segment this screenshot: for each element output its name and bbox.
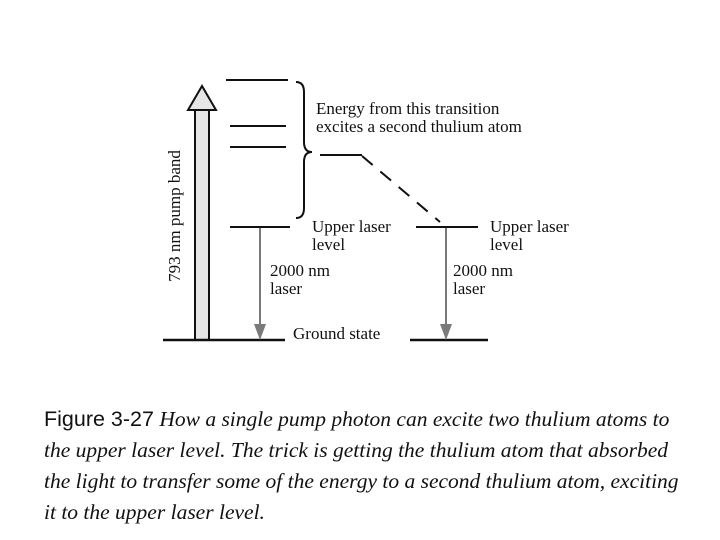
energy-level-diagram: 793 nm pump band Energy from this transi…	[163, 79, 569, 343]
atom2-upper-level-label-2: level	[490, 235, 523, 254]
pump-band-label: 793 nm pump band	[165, 150, 184, 282]
atom1-upper-level-label-1: Upper laser	[312, 217, 391, 236]
transfer-note-line2: excites a second thulium atom	[316, 117, 522, 136]
transfer-dashed-line	[361, 155, 441, 223]
figure-label: Figure 3-27	[44, 407, 154, 431]
atom2-laser-arrow	[440, 228, 452, 340]
atom2-laser-label-1: 2000 nm	[453, 261, 513, 280]
atom2-laser-label-2: laser	[453, 279, 485, 298]
figure-caption: Figure 3-27 How a single pump photon can…	[44, 404, 684, 528]
atom2-upper-level-label-1: Upper laser	[490, 217, 569, 236]
ground-state-label: Ground state	[293, 324, 380, 343]
pump-arrow	[186, 84, 218, 341]
atom1-laser-arrow	[254, 228, 266, 340]
transition-brace	[295, 81, 313, 219]
caption-text: How a single pump photon can excite two …	[44, 407, 679, 524]
atom1-laser-label-1: 2000 nm	[270, 261, 330, 280]
transfer-note-line1: Energy from this transition	[316, 99, 500, 118]
atom1-laser-label-2: laser	[270, 279, 302, 298]
atom1-upper-level-label-2: level	[312, 235, 345, 254]
